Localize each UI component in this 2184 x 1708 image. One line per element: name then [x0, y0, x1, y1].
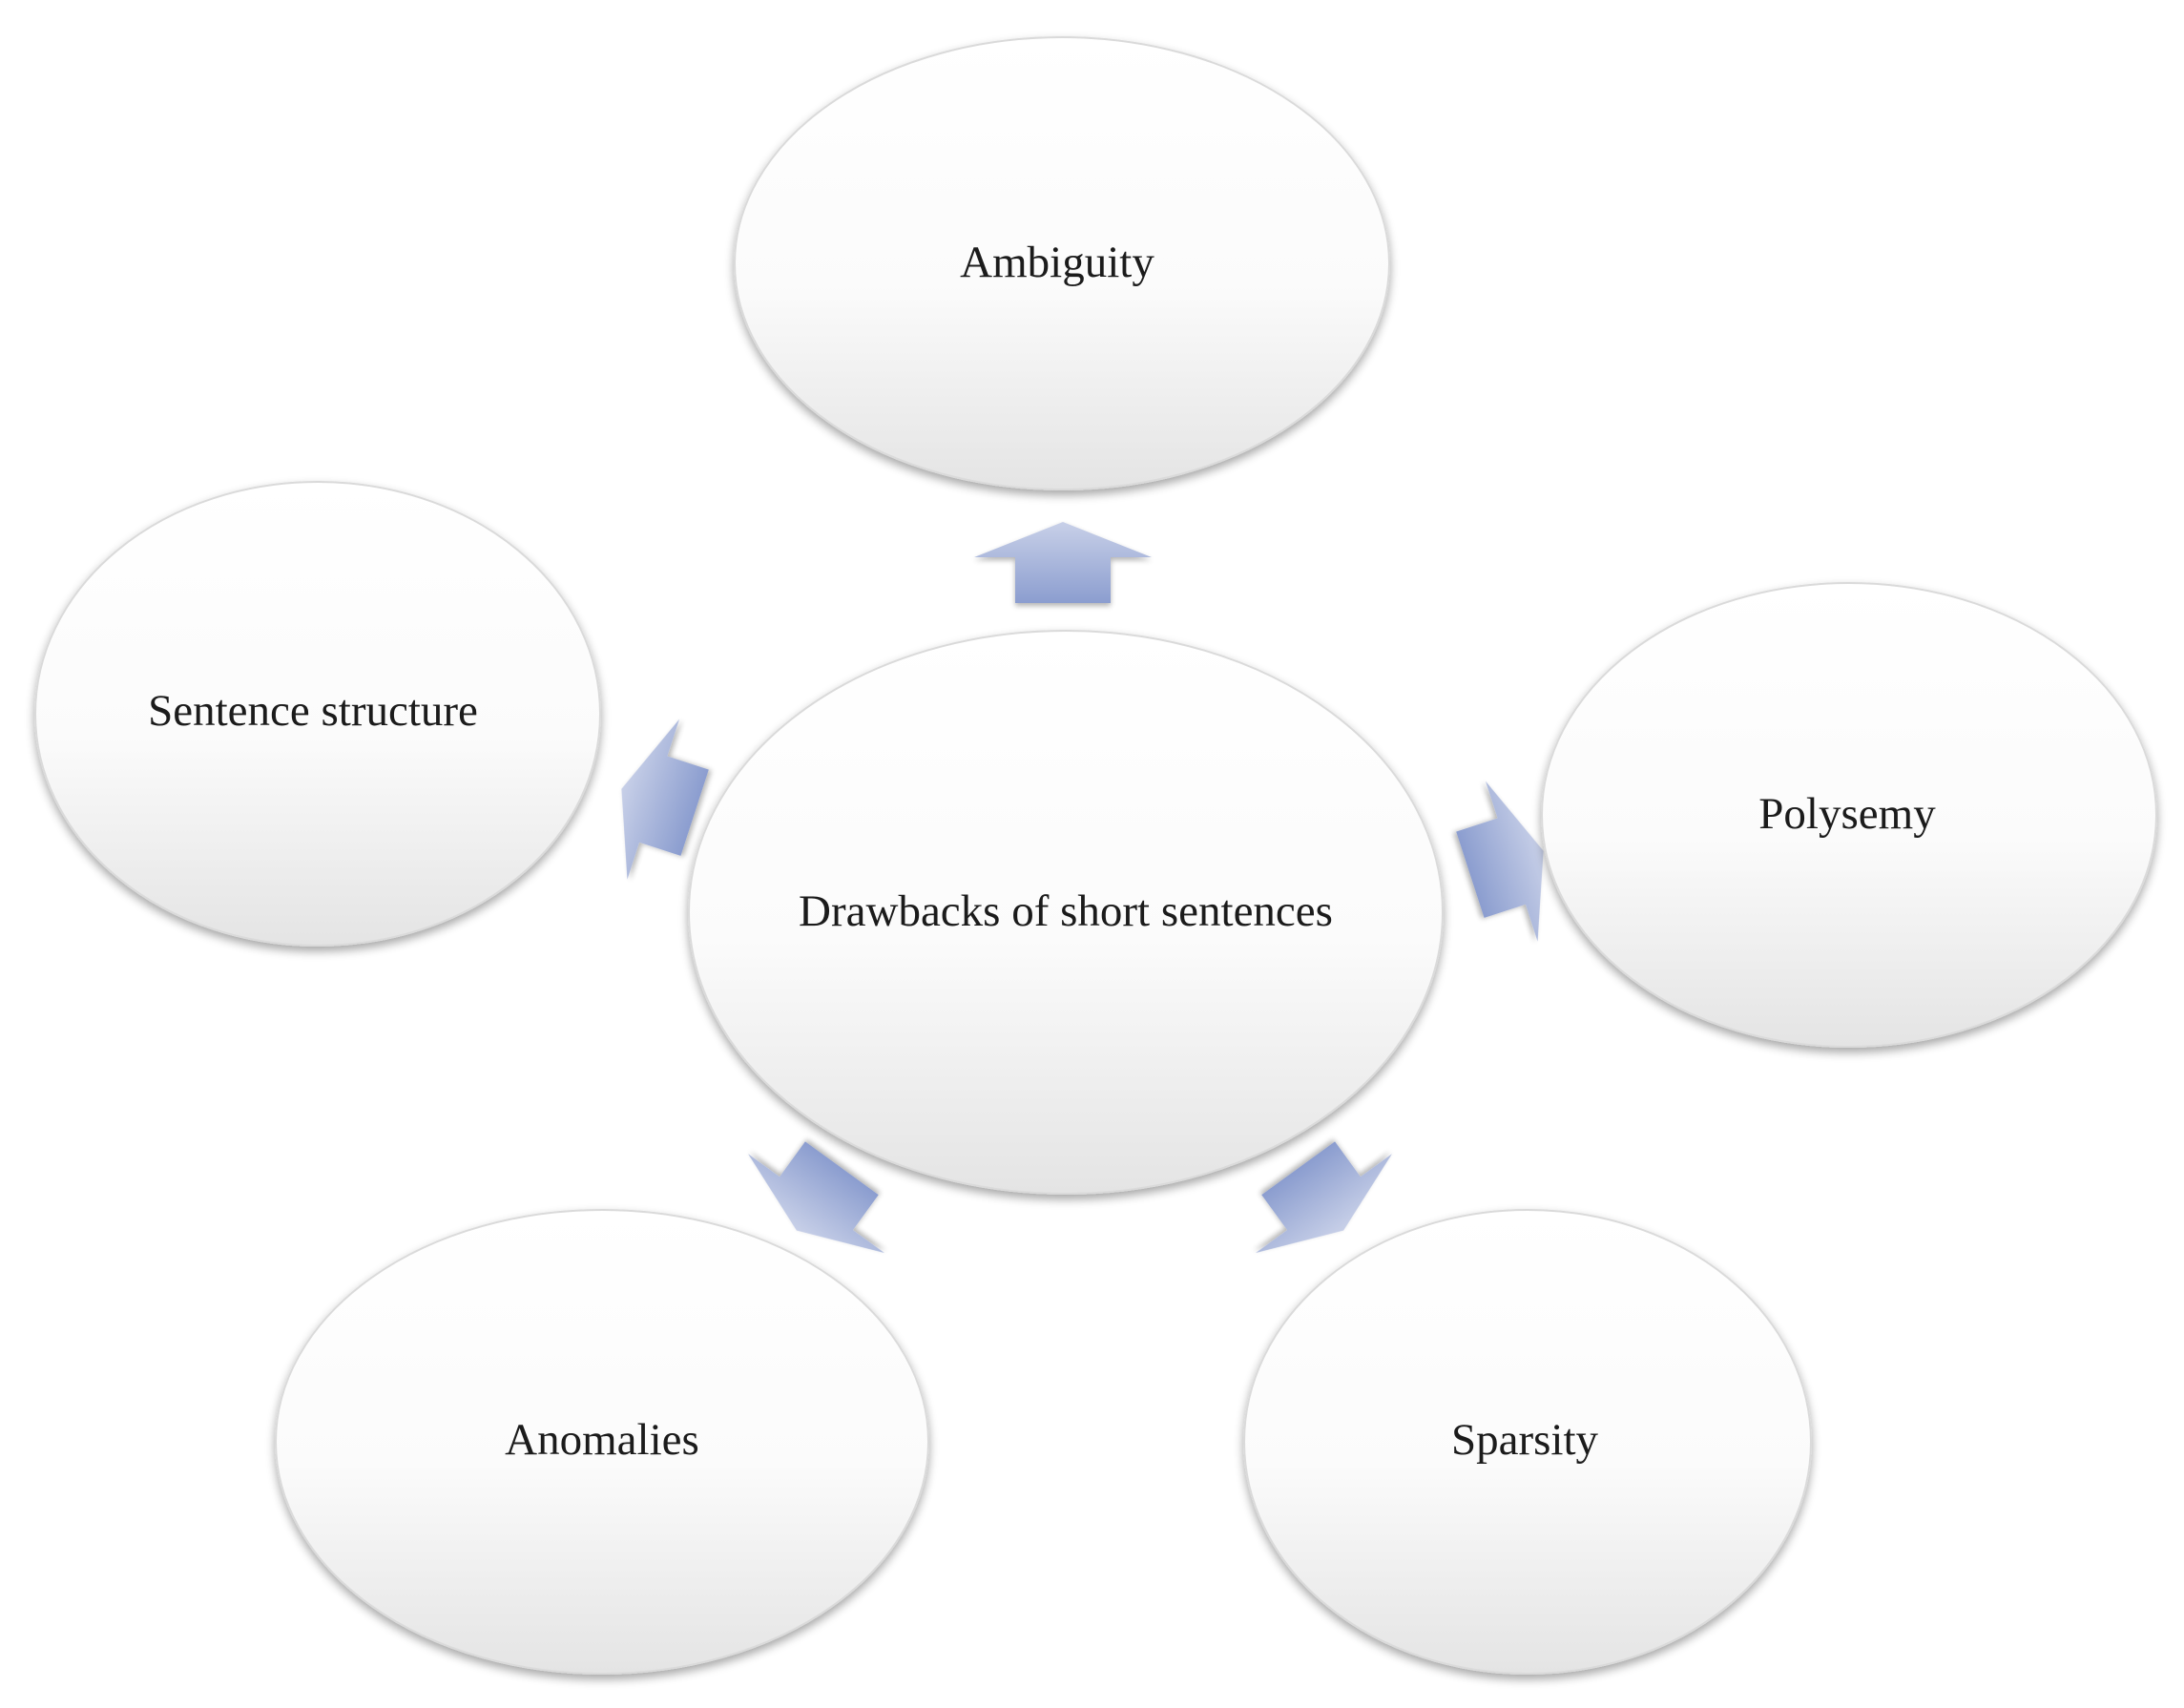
- node-sentence-structure-label: Sentence structure: [148, 686, 478, 736]
- node-sparsity-label: Sparsity: [1451, 1415, 1599, 1465]
- node-sparsity: Sparsity: [1243, 1209, 1812, 1675]
- node-ambiguity-label: Ambiguity: [960, 238, 1154, 287]
- center-node: Drawbacks of short sentences: [688, 630, 1444, 1195]
- arrow-to-ambiguity: [974, 522, 1152, 603]
- node-anomalies-label: Anomalies: [505, 1415, 699, 1465]
- center-node-label: Drawbacks of short sentences: [799, 886, 1333, 936]
- node-polysemy-label: Polysemy: [1758, 789, 1936, 839]
- node-anomalies: Anomalies: [275, 1209, 929, 1675]
- node-polysemy: Polysemy: [1541, 582, 2157, 1048]
- node-sentence-structure: Sentence structure: [34, 481, 601, 947]
- node-ambiguity: Ambiguity: [734, 36, 1390, 490]
